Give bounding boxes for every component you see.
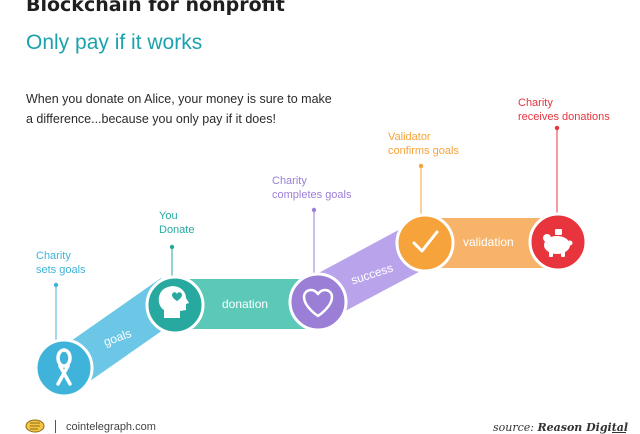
step-connector-dot xyxy=(554,125,560,131)
source-name: Reason Digital xyxy=(537,421,629,434)
page-title: Blockchain for nonprofit xyxy=(26,0,285,16)
step-2-label: You Donate xyxy=(159,210,194,236)
intro-line-2: a difference...because you only pay if i… xyxy=(26,112,276,126)
step-3-node xyxy=(288,272,348,332)
step-5-label: Charity receives donations xyxy=(518,97,610,123)
segment-donation-label: donation xyxy=(222,297,268,311)
step-connector-dot xyxy=(418,163,424,169)
intro-line-1: When you donate on Alice, your money is … xyxy=(26,92,332,106)
checkmark-icon xyxy=(412,230,439,253)
heart-icon xyxy=(302,288,334,318)
intro-text: When you donate on Alice, your money is … xyxy=(26,89,346,129)
source-underline xyxy=(612,432,626,433)
footer-divider xyxy=(55,420,56,433)
step-connector-dot xyxy=(169,244,175,250)
step-2-node xyxy=(145,275,205,335)
page-subtitle: Only pay if it works xyxy=(26,31,203,54)
piggy-bank-icon xyxy=(543,229,573,257)
step-4-label: Validator confirms goals xyxy=(388,131,459,157)
footer-site-link[interactable]: cointelegraph.com xyxy=(66,421,156,433)
step-1-node xyxy=(34,338,94,398)
cointelegraph-logo-icon xyxy=(25,419,45,433)
step-1-label: Charity sets goals xyxy=(36,250,86,276)
step-connector-dot xyxy=(53,282,59,288)
step-3-label: Charity completes goals xyxy=(272,175,352,201)
step-connector-dot xyxy=(311,207,317,213)
step-4-node xyxy=(395,213,455,273)
step-5-node xyxy=(528,212,588,272)
source-credit: source: Reason Digital xyxy=(493,421,628,434)
source-prefix: source: xyxy=(493,421,534,434)
head-heart-icon xyxy=(158,286,189,318)
segment-validation-label: validation xyxy=(463,235,514,249)
ribbon-icon xyxy=(56,348,72,386)
